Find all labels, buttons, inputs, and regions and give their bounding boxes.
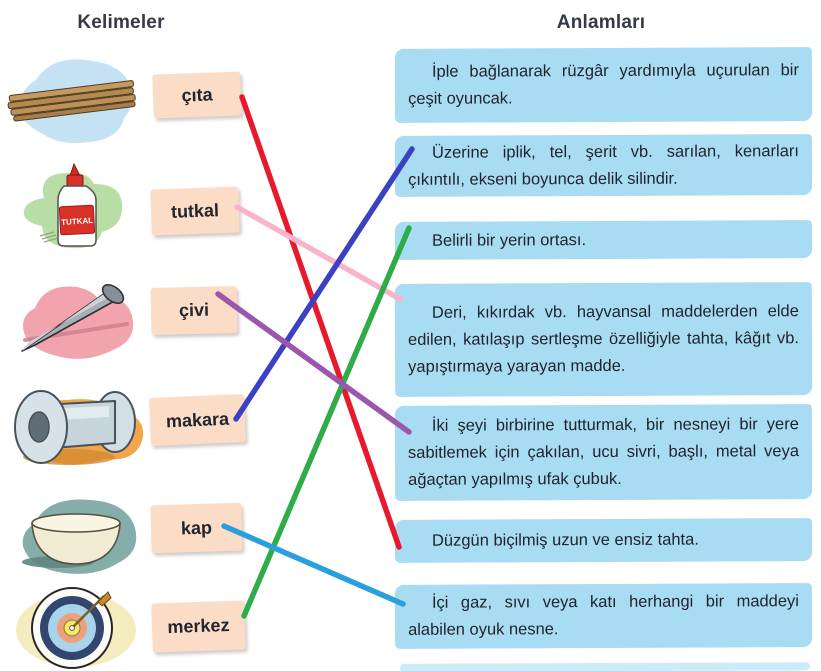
word-card-civi[interactable]: çivi <box>150 286 238 335</box>
meaning-box-3[interactable]: Belirli bir yerin ortası. <box>394 220 813 260</box>
spool-icon <box>14 390 136 464</box>
glue-label-text: TUTKAL <box>61 216 94 227</box>
shadow-hatch <box>39 231 59 243</box>
glue-bottle-illustration: TUTKAL <box>23 162 123 249</box>
bowl-icon <box>31 513 121 565</box>
connection-line-kap <box>221 523 406 607</box>
connection-line-makara <box>233 146 415 422</box>
target-illustration <box>16 587 136 669</box>
word-card-kap[interactable]: kap <box>150 502 243 554</box>
word-card-tutkal[interactable]: tutkal <box>150 186 240 236</box>
bowl-illustration <box>22 499 137 574</box>
word-label: makara <box>165 408 230 431</box>
word-label: kap <box>180 517 213 538</box>
meaning-text: İçi gaz, sıvı veya katı herhangi bir mad… <box>408 592 799 639</box>
nail-icon <box>21 283 125 352</box>
word-card-merkez[interactable]: merkez <box>151 600 246 653</box>
meaning-text: Üzerine iplik, tel, şerit vb. sarılan, k… <box>408 141 799 189</box>
meaning-text: Düzgün biçilmiş uzun ve ensiz tahta. <box>431 530 699 550</box>
meaning-box-2[interactable]: Üzerine iplik, tel, şerit vb. sarılan, k… <box>394 134 813 197</box>
meaning-text: İki şeyi birbirine tutturmak, bir nesney… <box>407 415 800 489</box>
connection-line-tutkal <box>234 204 403 302</box>
word-label: çivi <box>178 299 210 321</box>
wood-laths-illustration <box>7 59 136 143</box>
laths-icon <box>7 80 136 122</box>
glue-bottle-icon: TUTKAL <box>57 162 97 247</box>
spool-illustration <box>14 390 144 465</box>
connection-line-çıta <box>239 94 402 550</box>
meaning-box-6[interactable]: Düzgün biçilmiş uzun ve ensiz tahta. <box>394 518 813 563</box>
word-label: tutkal <box>170 199 220 222</box>
meaning-box-4[interactable]: Deri, kıkırdak vb. hayvansal maddelerden… <box>394 282 813 397</box>
meaning-text: Deri, kıkırdak vb. hayvansal maddelerden… <box>407 302 800 376</box>
word-card-makara[interactable]: makara <box>149 394 246 446</box>
partial-meaning-box-edge <box>399 662 811 671</box>
words-column-title: Kelimeler <box>77 12 165 33</box>
meaning-text: İple bağlanarak rüzgâr yardımıyla uçuru­… <box>408 61 799 108</box>
word-label: merkez <box>167 614 230 638</box>
meaning-box-7[interactable]: İçi gaz, sıvı veya katı herhangi bir mad… <box>394 583 813 649</box>
meaning-box-1[interactable]: İple bağlanarak rüzgâr yardımıyla uçuru­… <box>394 47 813 123</box>
dart-fletching <box>97 591 112 607</box>
meaning-text: Belirli bir yerin ortası. <box>431 230 587 250</box>
target-icon <box>31 587 113 669</box>
meaning-box-5[interactable]: İki şeyi birbirine tutturmak, bir nesney… <box>394 404 813 501</box>
connection-line-çivi <box>215 291 412 435</box>
nail-illustration <box>21 283 134 359</box>
meanings-column-title: Anlamları <box>556 12 646 33</box>
connection-line-merkez <box>241 225 412 619</box>
word-card-cita[interactable]: çıta <box>152 71 242 119</box>
word-label: çıta <box>181 83 213 106</box>
